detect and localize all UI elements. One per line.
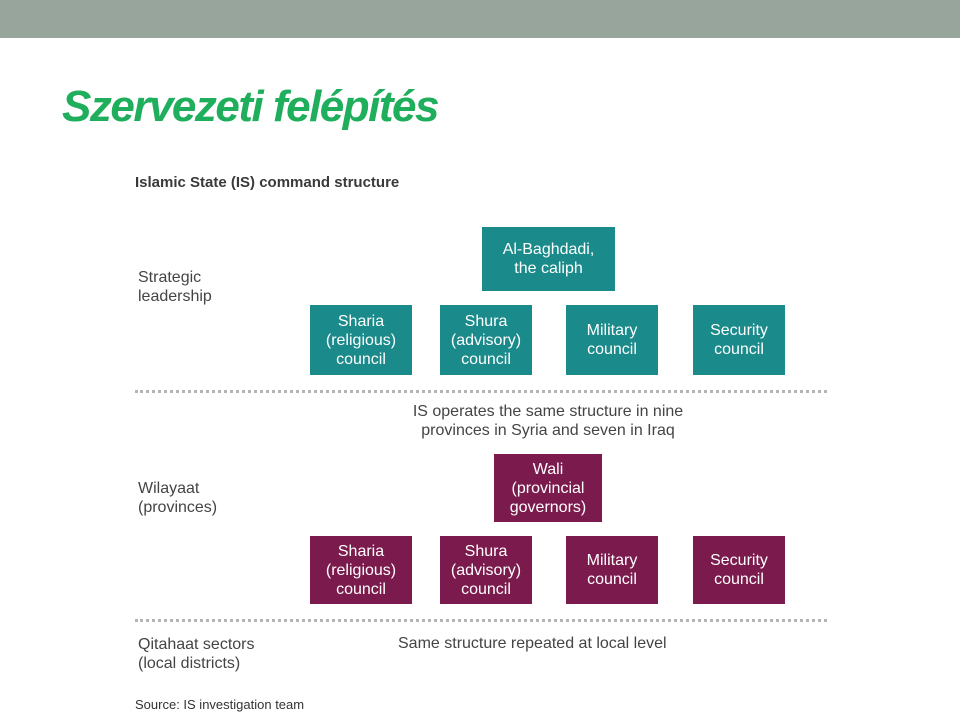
level-label-local: Qitahaat sectors (local districts) <box>138 636 255 672</box>
strategic-security-council-box: Security council <box>693 305 785 375</box>
top-bar <box>0 0 960 38</box>
diagram-title: Islamic State (IS) command structure <box>135 174 400 191</box>
strategic-shura-council-box: Shura (advisory) council <box>440 305 532 375</box>
divider-provincial <box>135 619 827 622</box>
caliph-box: Al-Baghdadi, the caliph <box>482 227 615 291</box>
local-note: Same structure repeated at local level <box>398 635 667 652</box>
divider-strategic <box>135 390 827 393</box>
provincial-security-council-box: Security council <box>693 536 785 604</box>
level-label-provinces: Wilayaat (provinces) <box>138 480 218 516</box>
strategic-sharia-council-box: Sharia (religious) council <box>310 305 412 375</box>
provincial-sharia-council-box: Sharia (religious) council <box>310 536 412 604</box>
provincial-shura-council-box: Shura (advisory) council <box>440 536 532 604</box>
slide-title: Szervezeti felépítés <box>62 82 439 131</box>
wali-box: Wali (provincial governors) <box>494 454 602 522</box>
level-label-strategic: Strategic leadership <box>138 269 212 305</box>
provincial-note: IS operates the same structure in nine p… <box>412 403 684 439</box>
provincial-military-council-box: Military council <box>566 536 658 604</box>
source-note: Source: IS investigation team <box>135 697 305 712</box>
strategic-military-council-box: Military council <box>566 305 658 375</box>
